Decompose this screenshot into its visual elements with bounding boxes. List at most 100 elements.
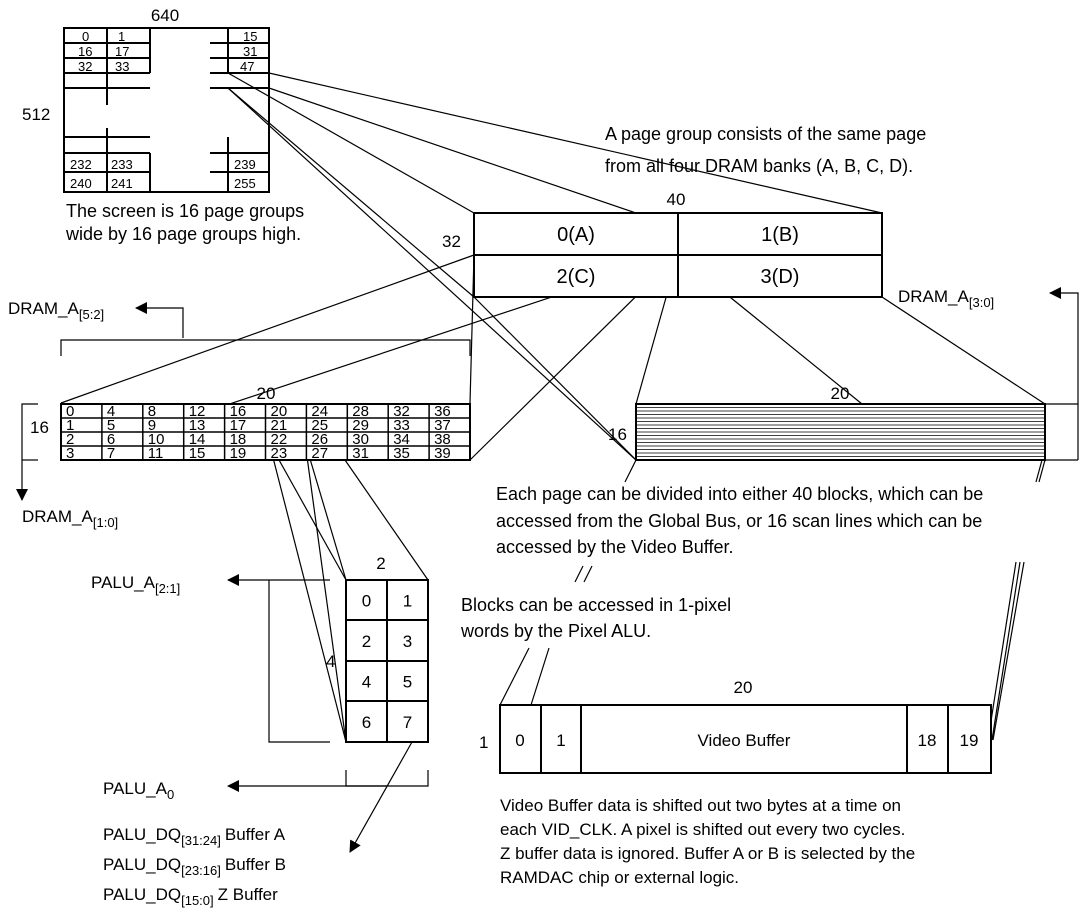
page-group: A page group consists of the same page f… xyxy=(442,124,926,298)
video-buffer-cell: 18 xyxy=(918,731,937,750)
block-cell: 27 xyxy=(311,445,328,462)
block-cell: 2 xyxy=(66,431,74,448)
each-page-note-line1: Each page can be divided into either 40 … xyxy=(496,484,983,504)
block-cell: 31 xyxy=(352,445,369,462)
block-cell: 30 xyxy=(352,431,369,448)
block-cell: 25 xyxy=(311,417,328,434)
pixel-cell: 7 xyxy=(403,713,412,732)
palu-a0-label: PALU_A0 xyxy=(103,779,174,802)
block-cell: 19 xyxy=(230,445,247,462)
video-buffer: 20 1 0 1 Video Buffer 18 19 Video Buffer… xyxy=(479,678,992,887)
screen-cell: 232 xyxy=(70,157,92,172)
pixel-cell: 6 xyxy=(362,713,371,732)
screen-caption-line1: The screen is 16 page groups xyxy=(66,201,304,221)
page-group-note-line2: from all four DRAM banks (A, B, C, D). xyxy=(605,156,913,176)
block-cell: 29 xyxy=(352,417,369,434)
screen-cell: 31 xyxy=(243,44,257,59)
pixel-block-width-label: 2 xyxy=(376,554,385,573)
screen-height-label: 512 xyxy=(22,105,50,124)
pixel-cell: 5 xyxy=(403,672,412,691)
screen-cell: 241 xyxy=(111,176,133,191)
screen-cell: 0 xyxy=(82,29,89,44)
palu-a21-label: PALU_A[2:1] xyxy=(91,573,180,596)
block-cell: 20 xyxy=(271,403,288,420)
each-page-note-line2: accessed from the Global Bus, or 16 scan… xyxy=(496,511,982,531)
block-cell: 12 xyxy=(189,403,206,420)
block-cell: 6 xyxy=(107,431,115,448)
block-cell: 7 xyxy=(107,445,115,462)
block-cell: 5 xyxy=(107,417,115,434)
pixel-cell: 3 xyxy=(403,632,412,651)
blocks-note-line2: words by the Pixel ALU. xyxy=(460,621,651,641)
video-buffer-note-line1: Video Buffer data is shifted out two byt… xyxy=(500,796,901,815)
screen-grid-lines-bottom xyxy=(64,128,269,192)
video-buffer-width-label: 20 xyxy=(734,678,753,697)
dram-a-30-label: DRAM_A[3:0] xyxy=(898,287,994,310)
bank-a-label: 0(A) xyxy=(557,224,595,246)
block-cell: 36 xyxy=(434,403,451,420)
video-buffer-note-line4: RAMDAC chip or external logic. xyxy=(500,868,739,887)
block-cell: 24 xyxy=(311,403,328,420)
video-buffer-note: Video Buffer data is shifted out two byt… xyxy=(500,796,915,887)
video-buffer-note-line3: Z buffer data is ignored. Buffer A or B … xyxy=(500,844,915,863)
screen-outline xyxy=(63,27,270,193)
block-grid-height-label: 16 xyxy=(30,418,49,437)
block-cell: 26 xyxy=(311,431,328,448)
pixel-cell: 2 xyxy=(362,632,371,651)
page-group-height-label: 32 xyxy=(442,232,461,251)
pixel-cell: 1 xyxy=(403,591,412,610)
video-buffer-cell: 0 xyxy=(515,731,524,750)
block-cell: 18 xyxy=(230,431,247,448)
bank-d-label: 3(D) xyxy=(761,266,800,288)
screen-cell: 16 xyxy=(78,44,92,59)
block-cell: 39 xyxy=(434,445,451,462)
block-cell: 16 xyxy=(230,403,247,420)
block-cell: 23 xyxy=(271,445,288,462)
block-cell: 8 xyxy=(148,403,156,420)
block-cell: 37 xyxy=(434,417,451,434)
screen-cell-numbers: 0 1 15 16 17 31 32 33 47 232 233 239 240… xyxy=(70,29,257,191)
screen-cell: 239 xyxy=(234,157,256,172)
scanline-height-label: 16 xyxy=(608,425,627,444)
pixel-cell: 0 xyxy=(362,591,371,610)
blocks-note-line1: Blocks can be accessed in 1-pixel xyxy=(461,595,731,615)
notes: Each page can be divided into either 40 … xyxy=(460,484,983,641)
scanline-box: 20 16 DRAM_A[3:0] xyxy=(608,287,1079,461)
page-group-width-label: 40 xyxy=(667,190,686,209)
screen-grid: 640 512 0 1 xyxy=(22,6,304,244)
screen-cell: 15 xyxy=(243,29,257,44)
block-cell: 33 xyxy=(393,417,410,434)
screen-caption-line2: wide by 16 page groups high. xyxy=(65,224,301,244)
screen-cell: 233 xyxy=(111,157,133,172)
screen-cell: 32 xyxy=(78,59,92,74)
screen-cell: 47 xyxy=(240,59,254,74)
bank-b-label: 1(B) xyxy=(761,224,799,246)
block-cell: 15 xyxy=(189,445,206,462)
block-cell: 34 xyxy=(393,431,410,448)
block-cell: 11 xyxy=(148,445,164,462)
video-buffer-cell: 19 xyxy=(960,731,979,750)
block-cell: 32 xyxy=(393,403,410,420)
screen-grid-lines-top xyxy=(64,28,269,105)
video-buffer-cell: 1 xyxy=(556,731,565,750)
block-cell: 17 xyxy=(230,417,247,434)
palu-dq-buffer-b: PALU_DQ[23:16]Buffer B xyxy=(103,855,286,878)
video-buffer-note-line2: each VID_CLK. A pixel is shifted out eve… xyxy=(500,820,905,839)
block-cell: 35 xyxy=(393,445,410,462)
block-cell: 14 xyxy=(189,431,206,448)
pixel-cell: 4 xyxy=(362,672,371,691)
block-cell: 13 xyxy=(189,417,206,434)
block-cell: 10 xyxy=(148,431,165,448)
screen-cell: 255 xyxy=(234,176,256,191)
block-cell: 28 xyxy=(352,403,369,420)
projection-lines xyxy=(60,72,1046,853)
dram-a-10-label: DRAM_A[1:0] xyxy=(22,507,118,530)
block-cell: 4 xyxy=(107,403,115,420)
block-cell: 1 xyxy=(66,417,74,434)
block-cell: 0 xyxy=(66,403,74,420)
dram-a-52-label: DRAM_A[5:2] xyxy=(8,299,104,322)
